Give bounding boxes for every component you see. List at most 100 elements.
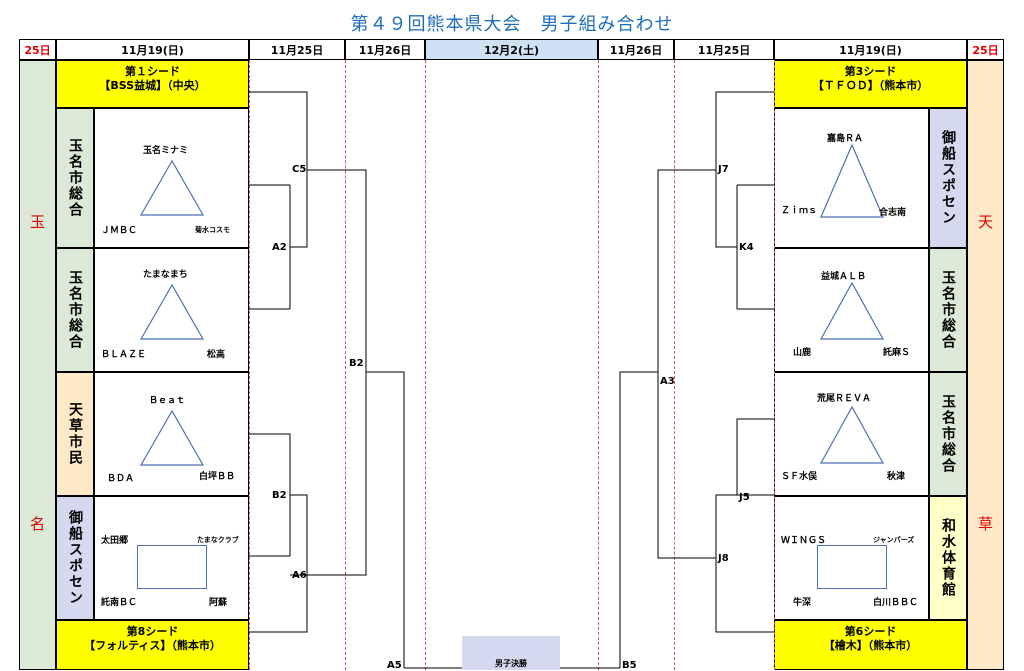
- team-name: 牛深: [793, 598, 812, 608]
- header-date-center: 12月2(土): [425, 39, 598, 60]
- guide-line: [774, 60, 775, 670]
- prefecture-column-right: 天 草: [967, 60, 1004, 670]
- seed-right-top-team: 【ＴＦＯＤ】（熊本市）: [812, 79, 929, 92]
- venue-right-2: 玉名市総合: [929, 248, 967, 372]
- seed-left-top-rank: 第１シード: [125, 65, 180, 78]
- team-name: Ｚｉｍｓ: [781, 206, 818, 216]
- prefecture-right-char-1: 天: [977, 213, 993, 231]
- venue-left-2: 玉名市総合: [56, 248, 94, 372]
- guide-line: [425, 60, 426, 670]
- match-label-b2-top: B2: [349, 358, 364, 369]
- venue-right-3: 玉名市総合: [929, 372, 967, 496]
- team-name: 玉名ミナミ: [143, 146, 189, 156]
- header-date-right-3: 11月26日: [598, 39, 674, 60]
- team-name: 太田郷: [101, 536, 129, 546]
- bracket-line: [657, 169, 716, 559]
- match-label-b2-mid: B2: [272, 490, 287, 501]
- bracket-line: [736, 418, 774, 495]
- league-triangle-icon: [819, 281, 885, 340]
- bracket-line: [249, 494, 308, 633]
- match-label-a5: A5: [387, 660, 402, 671]
- group-right-4: ＷＩＮＧＳ ジャンパーズ 牛深 白川ＢＢＣ: [774, 496, 929, 620]
- team-name: 嘉島ＲＡ: [827, 134, 864, 144]
- bracket-line: [249, 433, 291, 556]
- seed-right-top: 第3シード 【ＴＦＯＤ】（熊本市）: [774, 60, 967, 108]
- group-left-1: 玉名ミナミ ＪＭＢＣ 菊水コスモ: [94, 108, 249, 248]
- match-label-j7: J7: [718, 164, 729, 175]
- match-label-a2: A2: [272, 242, 287, 253]
- league-triangle-icon: [139, 409, 205, 466]
- team-name: 益城ＡＬＢ: [821, 272, 867, 282]
- league-triangle-icon: [819, 405, 885, 464]
- match-label-c5: C5: [292, 164, 307, 175]
- seed-right-bottom-team: 【檜木】（熊本市）: [823, 639, 918, 652]
- group-right-2: 益城ＡＬＢ 山鹿 託麻Ｓ: [774, 248, 929, 372]
- final-box: 男子決勝: [462, 636, 560, 670]
- bracket-line: [366, 371, 405, 668]
- seed-left-top: 第１シード 【BSS益城】（中央）: [56, 60, 249, 108]
- group-right-3: 荒尾ＲＥＶＡ ＳＦ水俣 秋津: [774, 372, 929, 496]
- header-date-right-2: 11月25日: [674, 39, 774, 60]
- prefecture-left-char-2: 名: [29, 515, 45, 533]
- header-date-left-3: 11月26日: [345, 39, 425, 60]
- team-name: 白坪ＢＢ: [199, 472, 236, 482]
- team-name: 白川ＢＢＣ: [873, 598, 919, 608]
- team-name: 菊水コスモ: [195, 226, 230, 234]
- final-label: 男子決勝: [495, 659, 527, 668]
- prefecture-left-char-1: 玉: [29, 213, 45, 231]
- bracket-line: [619, 371, 658, 668]
- team-name: 阿蘇: [209, 598, 228, 608]
- team-name: ＪＭＢＣ: [101, 226, 138, 236]
- venue-left-4: 御船スポセン: [56, 496, 94, 620]
- bracket-line: [290, 169, 367, 576]
- seed-left-top-team: 【BSS益城】（中央）: [99, 79, 206, 92]
- team-name: ＢＬＡＺＥ: [101, 350, 147, 360]
- page-title: 第４９回熊本県大会 男子組み合わせ: [350, 14, 674, 35]
- venue-right-1: 御船スポセン: [929, 108, 967, 248]
- team-name: 荒尾ＲＥＶＡ: [817, 394, 872, 404]
- venue-left-3: 天草市民: [56, 372, 94, 496]
- bracket-line: [715, 494, 774, 633]
- league-triangle-icon: [820, 143, 884, 218]
- team-name: 秋津: [887, 472, 906, 482]
- group-right-1: 嘉島ＲＡ Ｚｉｍｓ 合志南: [774, 108, 929, 248]
- guide-line: [345, 60, 346, 670]
- team-name: ＷＩＮＧＳ: [781, 536, 827, 546]
- seed-left-bottom-team: 【フォルティス】（熊本市）: [84, 639, 221, 652]
- team-name: ＢＤＡ: [107, 474, 135, 484]
- match-label-j8: J8: [718, 553, 729, 564]
- team-name: 合志南: [879, 208, 907, 218]
- league-square-icon: [817, 545, 887, 589]
- prefecture-column-left: 玉 名: [19, 60, 56, 670]
- match-label-a3: A3: [660, 376, 675, 387]
- league-triangle-icon: [139, 283, 205, 340]
- team-name: 松高: [207, 350, 226, 360]
- seed-left-bottom: 第8シード 【フォルティス】（熊本市）: [56, 620, 249, 670]
- venue-right-4: 和水体育館: [929, 496, 967, 620]
- guide-line: [249, 60, 250, 670]
- prefecture-right-char-2: 草: [977, 515, 993, 533]
- match-label-b5: B5: [622, 660, 637, 671]
- team-name: ジャンパーズ: [873, 536, 915, 544]
- venue-left-1: 玉名市総合: [56, 108, 94, 248]
- header-date-right-1: 11月19(日): [774, 39, 967, 60]
- team-name: Ｂｅａｔ: [149, 396, 186, 406]
- league-triangle-icon: [139, 159, 205, 216]
- header-day-left: 25日: [19, 39, 56, 60]
- match-label-j5: J5: [739, 492, 750, 503]
- header-date-left-2: 11月25日: [249, 39, 345, 60]
- match-label-k4: K4: [739, 242, 754, 253]
- team-name: 託南ＢＣ: [101, 598, 138, 608]
- team-name: ＳＦ水俣: [781, 472, 818, 482]
- group-left-3: Ｂｅａｔ ＢＤＡ 白坪ＢＢ: [94, 372, 249, 496]
- seed-right-top-rank: 第3シード: [844, 65, 897, 78]
- group-left-4: 太田郷 たまなクラブ 託南ＢＣ 阿蘇: [94, 496, 249, 620]
- match-label-a6: A6: [292, 570, 307, 581]
- team-name: たまなクラブ: [197, 536, 239, 544]
- guide-line: [674, 60, 675, 670]
- team-name: 託麻Ｓ: [883, 348, 911, 358]
- header-date-left-1: 11月19(日): [56, 39, 249, 60]
- team-name: 山鹿: [793, 348, 812, 358]
- guide-line: [598, 60, 599, 670]
